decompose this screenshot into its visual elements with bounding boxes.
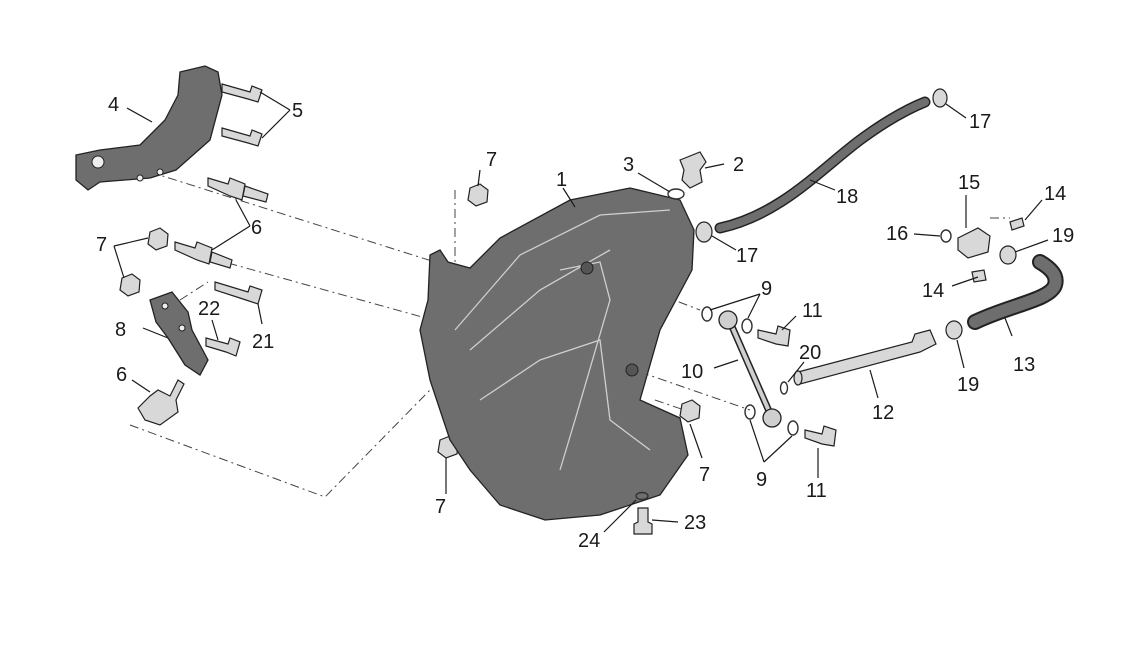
callout-6-upper: 6 <box>251 217 262 239</box>
callout-19-lower: 19 <box>957 374 979 396</box>
callout-10: 10 <box>681 361 703 383</box>
callout-7-right: 7 <box>699 464 710 486</box>
callout-15: 15 <box>958 172 980 194</box>
callout-16: 16 <box>886 223 908 245</box>
callout-labels: 1 2 3 4 5 6 6 7 7 7 7 8 9 9 10 11 11 12 … <box>96 94 1074 552</box>
callout-21: 21 <box>252 331 274 353</box>
callout-3: 3 <box>623 154 634 176</box>
fitting-part-14-15-16 <box>940 217 1025 283</box>
callout-1: 1 <box>556 169 567 191</box>
clamps-part-19 <box>945 245 1017 340</box>
callout-7-top: 7 <box>486 149 497 171</box>
leader-lines <box>113 91 1049 533</box>
callout-2: 2 <box>733 154 744 176</box>
clamps-part-17 <box>695 88 948 243</box>
callout-4: 4 <box>108 94 119 116</box>
bracket-part-4 <box>75 65 223 191</box>
callout-11-upper: 11 <box>802 300 823 322</box>
drain-bolt-part-23-24 <box>633 491 653 535</box>
oil-tank-part-1 <box>419 187 695 521</box>
oring-part-20 <box>779 381 789 395</box>
hose-part-18 <box>714 96 931 234</box>
callout-6-lower: 6 <box>116 364 127 386</box>
callout-20: 20 <box>799 342 821 364</box>
bolts-part-11 <box>757 325 837 447</box>
callout-24: 24 <box>578 530 600 552</box>
hose-part-13 <box>967 254 1064 330</box>
nuts-part-7 <box>119 183 701 459</box>
callout-13: 13 <box>1013 354 1035 376</box>
bolts-part-5 <box>221 83 263 147</box>
silent-blocks-part-6 <box>137 177 269 426</box>
callout-19-upper: 19 <box>1052 225 1074 247</box>
callout-14-upper: 14 <box>1044 183 1066 205</box>
washers-part-9 <box>701 306 799 436</box>
callout-5: 5 <box>292 100 303 122</box>
callout-17-lower: 17 <box>736 245 758 267</box>
callout-17-upper: 17 <box>969 111 991 133</box>
bolts-part-21-22 <box>205 281 263 357</box>
filler-cap-part-2-3 <box>667 151 707 200</box>
callout-8: 8 <box>115 319 126 341</box>
callout-14-lower: 14 <box>922 280 944 302</box>
link-part-10 <box>718 310 782 428</box>
callout-23: 23 <box>684 512 706 534</box>
pipe-part-12 <box>793 329 937 386</box>
callout-18: 18 <box>836 186 858 208</box>
callout-9-upper: 9 <box>761 278 772 300</box>
callout-7-left: 7 <box>96 234 107 256</box>
callout-12: 12 <box>872 402 894 424</box>
callout-11-lower: 11 <box>806 480 827 502</box>
bracket-part-8 <box>149 291 209 376</box>
callout-9-lower: 9 <box>756 469 767 491</box>
callout-22: 22 <box>198 298 220 320</box>
callout-7-bottom: 7 <box>435 496 446 518</box>
